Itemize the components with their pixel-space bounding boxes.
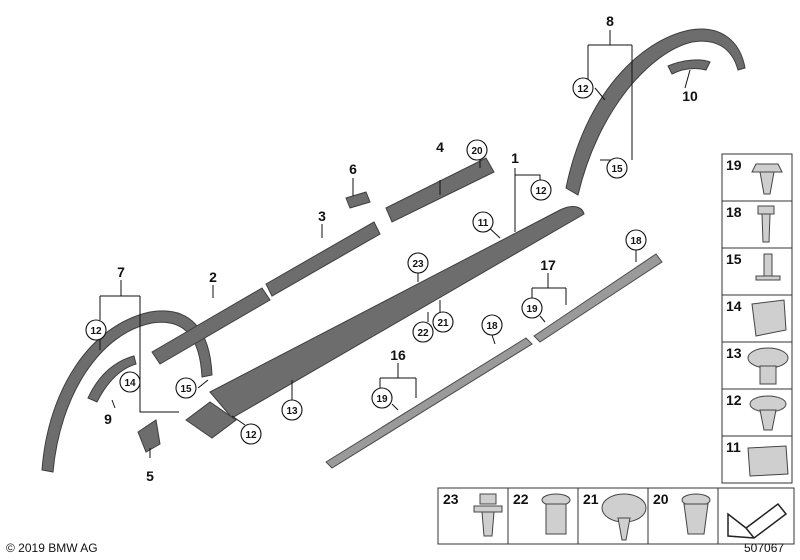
legend-cell-23: 23 (437, 487, 509, 545)
svg-text:19: 19 (376, 394, 388, 405)
legend-cell-13: 13 (721, 341, 793, 390)
circled-callout-12: 12 (530, 179, 552, 201)
part-3-mounting-strip (265, 221, 381, 297)
svg-text:12: 12 (245, 430, 257, 441)
legend-cell-19: 19 (721, 153, 793, 202)
fastener-legend-row: 23 22 21 20 (437, 487, 795, 545)
circled-callout-15: 15 (175, 377, 197, 399)
svg-text:12: 12 (726, 392, 742, 408)
part-17-trim-strip (533, 253, 663, 343)
fastener-18-icon (757, 205, 775, 243)
callout-1: 1 (511, 150, 519, 166)
circled-callout-12: 12 (572, 77, 594, 99)
svg-text:23: 23 (412, 259, 424, 270)
svg-text:20: 20 (471, 146, 483, 157)
legend-cell-12: 12 (721, 388, 793, 437)
circled-callout-12: 12 (240, 423, 262, 445)
circled-callout-12: 12 (85, 319, 107, 341)
part-8-rear-wheel-arch (565, 28, 746, 196)
fastener-14-icon (751, 299, 787, 337)
callout-6: 6 (349, 161, 357, 177)
callout-8: 8 (606, 13, 614, 29)
callout-5: 5 (146, 468, 154, 484)
svg-text:11: 11 (726, 439, 741, 455)
svg-text:15: 15 (611, 164, 623, 175)
circled-callout-15: 15 (606, 157, 628, 179)
svg-text:18: 18 (630, 236, 642, 247)
part-5-support (137, 419, 161, 453)
callout-4: 4 (436, 139, 444, 155)
circled-callout-11: 11 (472, 211, 494, 233)
svg-text:11: 11 (478, 218, 489, 229)
legend-cell-20: 20 (647, 487, 719, 545)
svg-text:19: 19 (726, 157, 742, 173)
part-2-bracket (151, 287, 271, 365)
circled-callout-23: 23 (407, 252, 429, 274)
part-9-trim (87, 355, 137, 403)
part-16-trim-strip (325, 337, 533, 469)
svg-text:13: 13 (286, 406, 298, 417)
svg-text:21: 21 (437, 318, 449, 329)
fastener-13-icon (747, 347, 789, 369)
fastener-23-icon (473, 493, 503, 537)
circled-callout-21: 21 (432, 311, 454, 333)
svg-text:12: 12 (577, 84, 589, 95)
circled-callout-18: 18 (625, 229, 647, 251)
part-1-side-sill (185, 206, 585, 439)
svg-text:21: 21 (583, 491, 599, 507)
part-6-clip (345, 191, 371, 209)
svg-text:23: 23 (443, 491, 459, 507)
svg-text:15: 15 (726, 251, 742, 267)
svg-text:12: 12 (90, 326, 102, 337)
svg-text:22: 22 (417, 328, 429, 339)
callout-9: 9 (104, 411, 112, 427)
diagram-number: 507067 (744, 541, 785, 555)
fastener-11-icon (747, 445, 789, 477)
circled-callout-13: 13 (281, 399, 303, 421)
copyright-text: © 2019 BMW AG (6, 541, 98, 555)
svg-text:19: 19 (526, 304, 538, 315)
svg-text:22: 22 (513, 491, 529, 507)
svg-text:14: 14 (726, 298, 742, 314)
fastener-legend-column: 19 18 15 14 13 12 (721, 153, 793, 484)
circled-callout-18: 18 (481, 314, 503, 336)
callout-17: 17 (540, 257, 556, 273)
legend-cell-21: 21 (577, 487, 649, 545)
circled-callout-19: 19 (521, 297, 543, 319)
legend-cell-22: 22 (507, 487, 579, 545)
circled-callout-19: 19 (371, 387, 393, 409)
svg-text:14: 14 (124, 378, 136, 389)
callout-16: 16 (390, 347, 406, 363)
callout-3: 3 (318, 208, 326, 224)
svg-text:18: 18 (486, 321, 498, 332)
legend-cell-11: 11 (721, 435, 793, 484)
callout-7: 7 (117, 264, 125, 280)
circled-callout-14: 14 (119, 371, 141, 393)
legend-cell-18: 18 (721, 200, 793, 249)
svg-text:12: 12 (535, 186, 547, 197)
fastener-19-icon (751, 163, 783, 195)
callout-10: 10 (682, 88, 698, 104)
svg-text:18: 18 (726, 204, 742, 220)
legend-cell-15: 15 (721, 247, 793, 296)
svg-text:13: 13 (726, 345, 742, 361)
svg-text:20: 20 (653, 491, 669, 507)
callout-2: 2 (209, 269, 217, 285)
svg-text:15: 15 (180, 384, 192, 395)
fastener-15-icon (755, 253, 781, 281)
legend-cell-14: 14 (721, 294, 793, 343)
circled-callout-20: 20 (466, 139, 488, 161)
legend-cell-symbol (717, 487, 795, 545)
circled-callout-22: 22 (412, 321, 434, 343)
leader-lines (99, 30, 691, 458)
part-10-arch-trim (667, 59, 711, 75)
